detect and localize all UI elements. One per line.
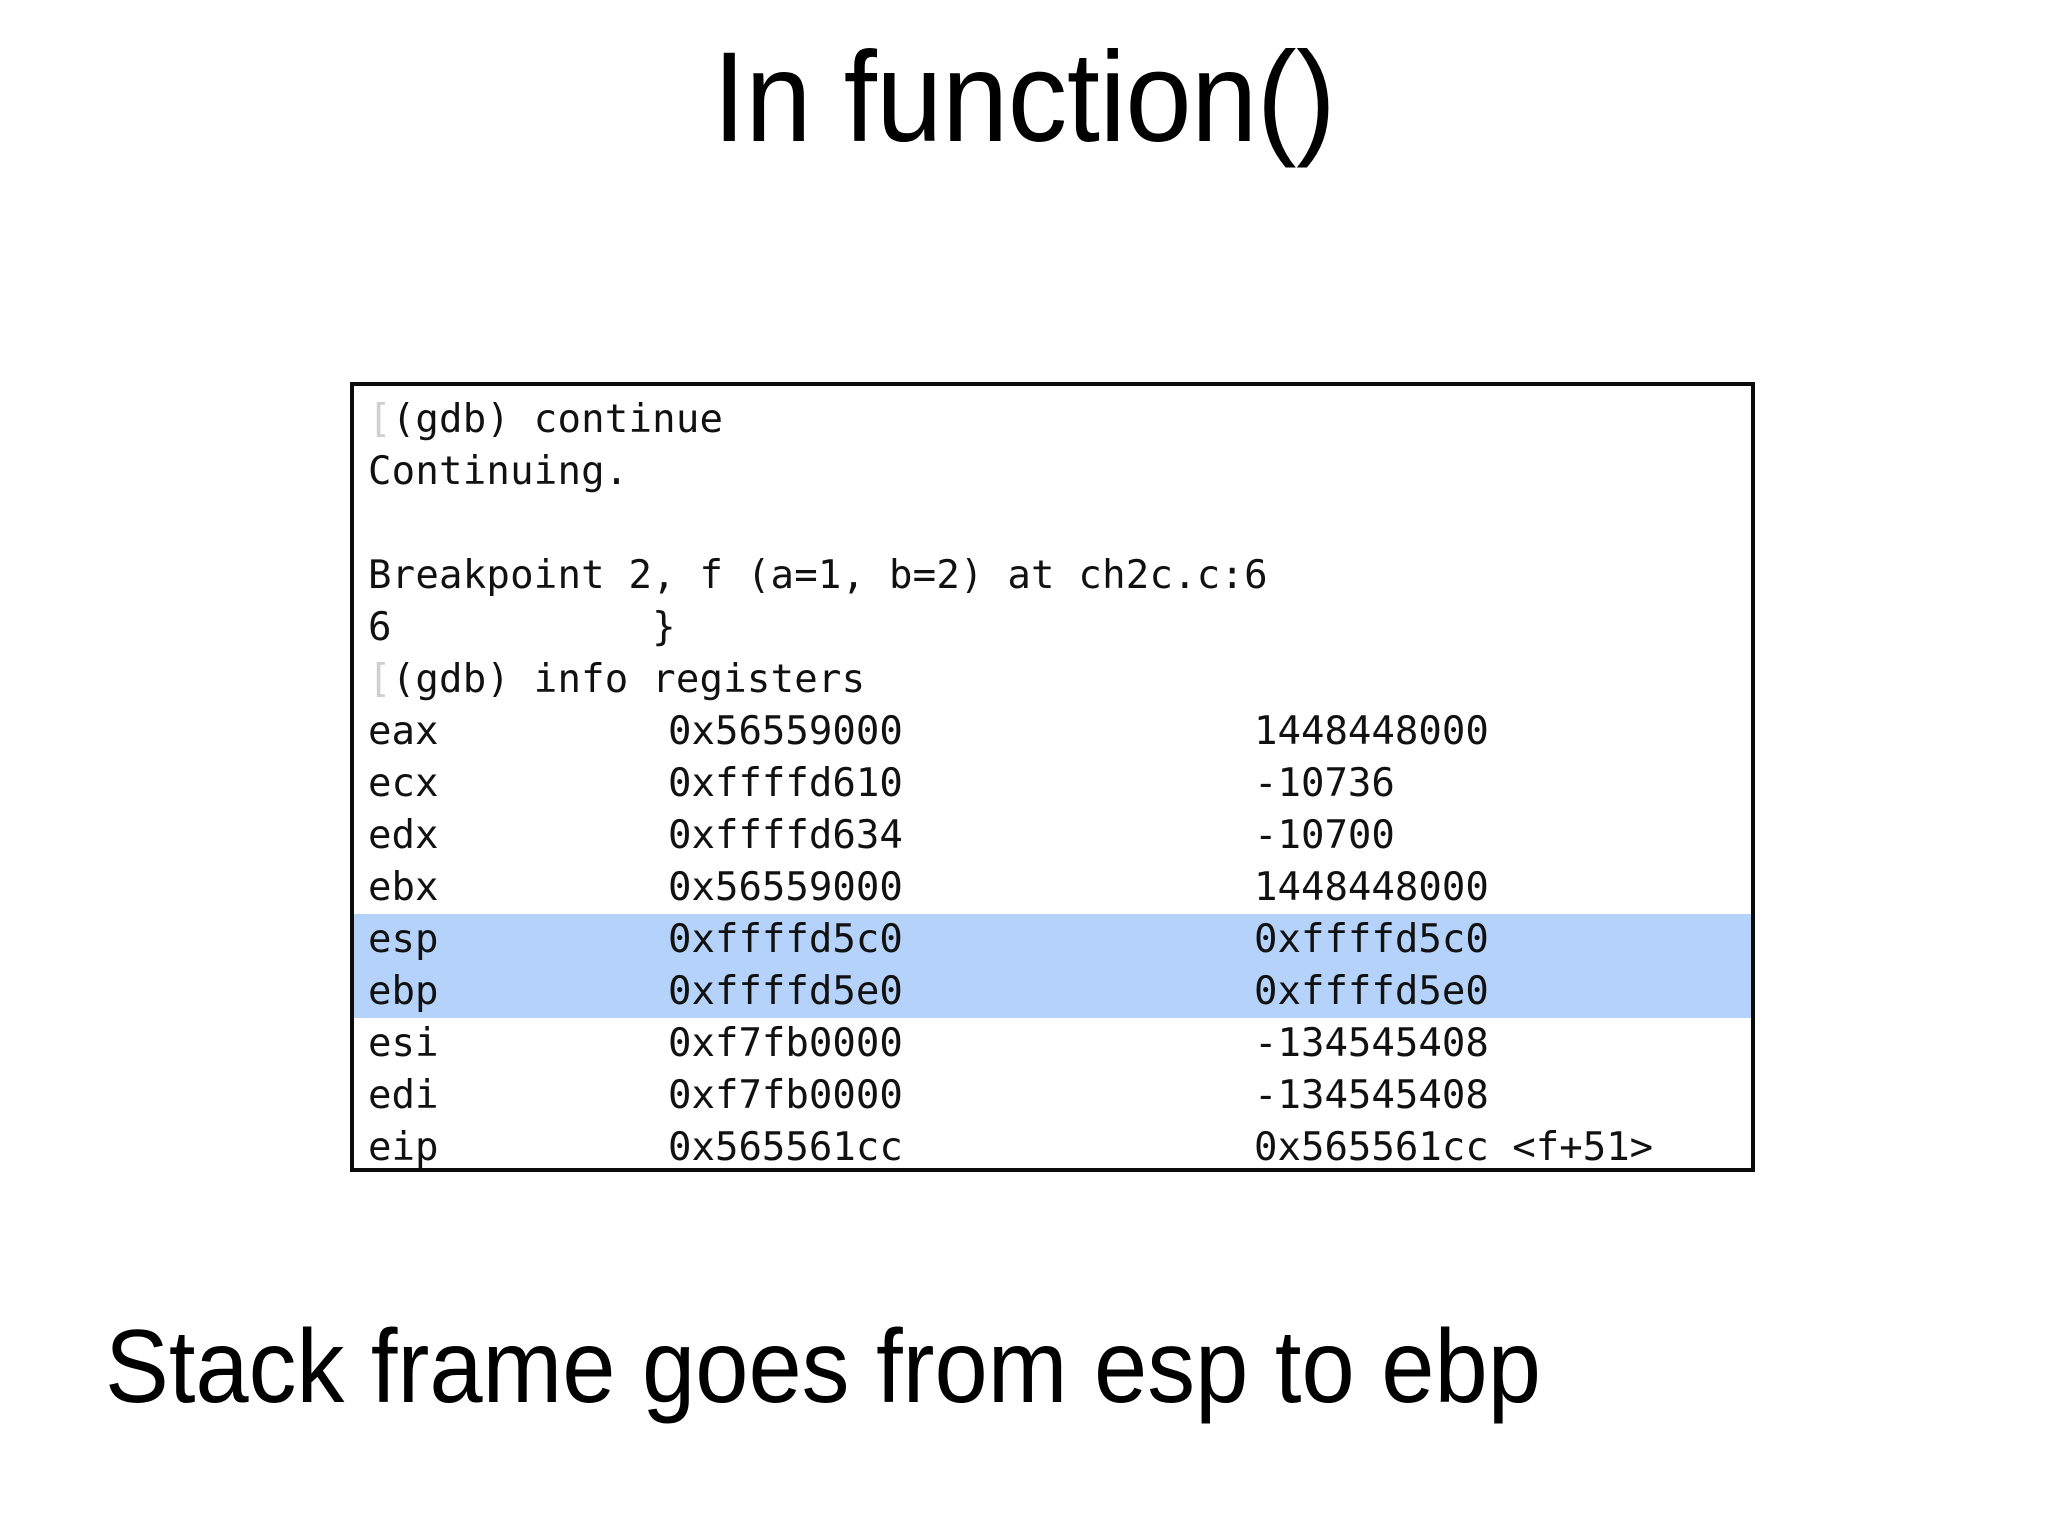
register-row-highlighted: ebp 0xffffd5e0 0xffffd5e0 — [354, 966, 1751, 1018]
terminal-line — [354, 498, 1751, 550]
register-name: eax — [368, 709, 439, 754]
register-hex-value: 0xffffd610 — [668, 761, 903, 806]
register-row: esi 0xf7fb0000 -134545408 — [354, 1018, 1751, 1070]
register-hex-value: 0x56559000 — [668, 865, 903, 910]
terminal-line-text: (gdb) info registers — [391, 657, 866, 702]
register-hex-value: 0xf7fb0000 — [668, 1021, 903, 1066]
register-hex-value: 0xffffd634 — [668, 813, 903, 858]
terminal-line: 6 } — [354, 602, 1751, 654]
register-decoded-value: -10736 — [1254, 761, 1395, 806]
register-name: ebx — [368, 865, 439, 910]
register-decoded-value: 0xffffd5e0 — [1254, 969, 1489, 1014]
register-hex-value: 0x565561cc — [668, 1125, 903, 1170]
register-decoded-value: -134545408 — [1254, 1021, 1489, 1066]
register-row: ecx 0xffffd610 -10736 — [354, 758, 1751, 810]
register-name: edx — [368, 813, 439, 858]
register-table: eax 0x56559000 1448448000 ecx 0xffffd610 -107… — [354, 706, 1751, 1170]
register-row-highlighted: esp 0xffffd5c0 0xffffd5c0 — [354, 914, 1751, 966]
register-name: esp — [368, 917, 439, 962]
register-row: edx 0xffffd634 -10700 — [354, 810, 1751, 862]
prompt-marker-icon: [ — [368, 397, 392, 442]
terminal-line: [(gdb) continue — [354, 394, 1751, 446]
register-hex-value: 0xffffd5c0 — [668, 917, 903, 962]
terminal-line-text: Breakpoint 2, f (a=1, b=2) at ch2c.c:6 — [368, 553, 1268, 598]
register-decoded-value: 0xffffd5c0 — [1254, 917, 1489, 962]
register-row: ebx 0x56559000 1448448000 — [354, 862, 1751, 914]
page-title: In function() — [712, 26, 1336, 169]
register-decoded-value: 1448448000 — [1254, 865, 1489, 910]
register-hex-value: 0xf7fb0000 — [668, 1073, 903, 1118]
terminal-line: Continuing. — [354, 446, 1751, 498]
register-hex-value: 0x56559000 — [668, 709, 903, 754]
register-row: eax 0x56559000 1448448000 — [354, 706, 1751, 758]
register-decoded-value: 0x565561cc <f+51> — [1254, 1125, 1654, 1170]
register-name: ecx — [368, 761, 439, 806]
terminal-line: [(gdb) info registers — [354, 654, 1751, 706]
register-hex-value: 0xffffd5e0 — [668, 969, 903, 1014]
register-name: esi — [368, 1021, 439, 1066]
slide-caption: Stack frame goes from esp to ebp — [105, 1309, 1541, 1425]
register-name: edi — [368, 1073, 439, 1118]
terminal-line-text: Continuing. — [368, 449, 629, 494]
terminal-line-text: 6 } — [368, 605, 676, 650]
register-decoded-value: -134545408 — [1254, 1073, 1489, 1118]
prompt-marker-icon: [ — [368, 657, 392, 702]
register-name: ebp — [368, 969, 439, 1014]
register-decoded-value: 1448448000 — [1254, 709, 1489, 754]
register-name: eip — [368, 1125, 439, 1170]
register-row: eip 0x565561cc 0x565561cc <f+51> — [354, 1122, 1751, 1170]
terminal-line: Breakpoint 2, f (a=1, b=2) at ch2c.c:6 — [354, 550, 1751, 602]
terminal-line-text: (gdb) continue — [391, 397, 724, 442]
register-row: edi 0xf7fb0000 -134545408 — [354, 1070, 1751, 1122]
register-decoded-value: -10700 — [1254, 813, 1395, 858]
